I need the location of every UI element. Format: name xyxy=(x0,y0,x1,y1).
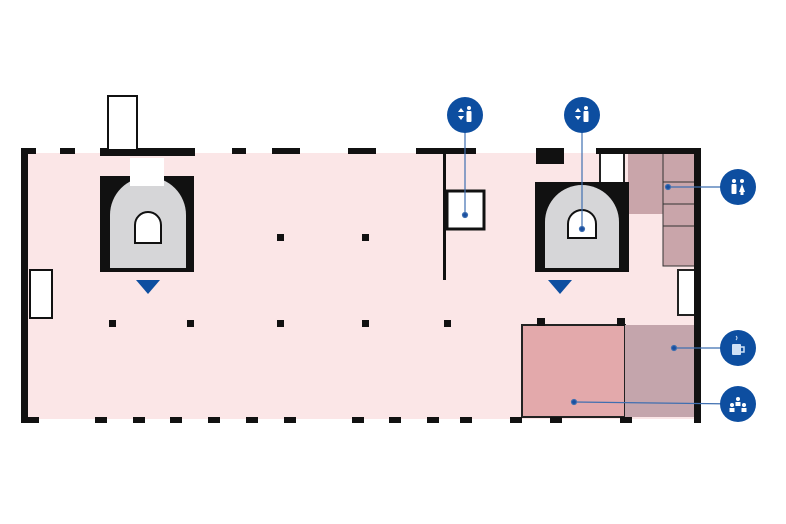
entrance-right[interactable] xyxy=(548,280,572,294)
toilet-room xyxy=(662,151,699,183)
toilet-room xyxy=(662,203,699,227)
lift-shaft-top xyxy=(107,95,138,151)
coffee-cup-icon[interactable] xyxy=(720,330,756,366)
columns xyxy=(109,234,625,327)
meeting-room-icon[interactable] xyxy=(720,386,756,422)
toilets-icon[interactable] xyxy=(720,169,756,205)
lift-icon[interactable] xyxy=(447,97,483,133)
stair-well-left xyxy=(134,211,162,244)
kitchen[interactable] xyxy=(625,325,697,417)
toilet-room xyxy=(628,152,663,214)
toilet-room xyxy=(662,225,699,267)
outer-walls xyxy=(21,148,701,423)
lift-left xyxy=(130,158,164,186)
lift-icon[interactable] xyxy=(564,97,600,133)
entrance-left[interactable] xyxy=(136,280,160,294)
shaft xyxy=(599,151,625,185)
shaft-left-wall xyxy=(29,269,53,319)
